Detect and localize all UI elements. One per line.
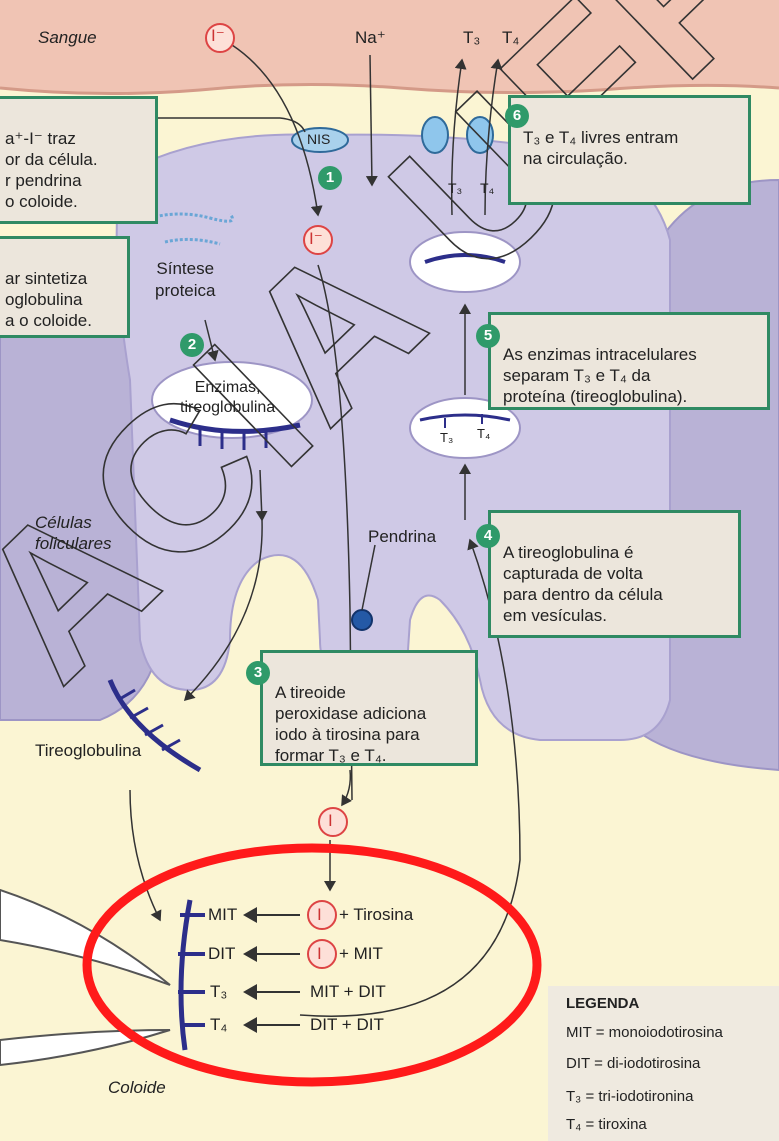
reaction-reactants-dit: + MIT — [339, 944, 383, 964]
step-number-5: 5 — [476, 324, 500, 348]
step-box-3: A tireoide peroxidase adiciona iodo à ti… — [260, 650, 478, 766]
step-number-4: 4 — [476, 524, 500, 548]
legend-meaning: = di-iodotirosina — [594, 1055, 700, 1072]
label-iodide-cell: I⁻ — [309, 229, 323, 249]
step-text-6: T₃ e T₄ livres entram na circulação. — [523, 128, 678, 168]
label-na-plus: Na⁺ — [355, 28, 386, 48]
label-sangue: Sangue — [38, 28, 97, 48]
legend-title: LEGENDA — [566, 995, 639, 1012]
step-text-5: As enzimas intracelulares separam T₃ e T… — [503, 345, 697, 406]
label-pendrina: Pendrina — [368, 527, 436, 547]
label-coloide: Coloide — [108, 1078, 166, 1098]
legend-item-t3: T₃ = tri-iodotironina — [566, 1088, 693, 1105]
legend-item-dit: DIT = di-iodotirosina — [566, 1055, 700, 1072]
step-number-6: 6 — [505, 104, 529, 128]
label-t3-vesicle: T₃ — [440, 430, 453, 445]
legend-meaning: = monoiodotirosina — [596, 1024, 723, 1041]
step-text-3: A tireoide peroxidase adiciona iodo à ti… — [275, 683, 426, 765]
label-enzimas-tireoglobulina: Enzimas, tireoglobulina — [180, 378, 275, 418]
step-number-1: 1 — [318, 166, 342, 190]
label-iodide-blood: I⁻ — [211, 26, 225, 46]
step-text-4: A tireoglobulina é capturada de volta pa… — [503, 543, 663, 625]
label-tireoglobulina: Tireoglobulina — [35, 741, 141, 761]
step-box-5: As enzimas intracelulares separam T₃ e T… — [488, 312, 770, 410]
step-number-3: 3 — [246, 661, 270, 685]
iodine-circle-mit — [308, 901, 336, 929]
step-text-2: ar sintetiza oglobulina a o coloide. — [5, 269, 92, 330]
step-box-1: a⁺-I⁻ traz or da célula. r pendrina o co… — [0, 96, 158, 224]
step-number-2: 2 — [180, 333, 204, 357]
legend-abbr: T₄ — [566, 1116, 581, 1133]
legend-item-t4: T₄ = tiroxina — [566, 1116, 647, 1133]
legend-abbr: T₃ — [566, 1088, 581, 1105]
reaction-product-dit: DIT — [208, 944, 235, 964]
step-box-6: T₃ e T₄ livres entram na circulação. — [508, 95, 751, 205]
step-box-2: ar sintetiza oglobulina a o coloide. — [0, 236, 130, 338]
reaction-reactants-mit: + Tirosina — [339, 905, 413, 925]
label-celulas-foliculares: Células foliculares — [35, 512, 112, 554]
legend-meaning: = tri-iodotironina — [585, 1088, 693, 1105]
reaction-reactants-t3: MIT + DIT — [310, 982, 386, 1002]
reaction-iodine-dit: I — [317, 944, 322, 964]
legend-abbr: MIT — [566, 1024, 592, 1041]
label-t4-blood: T₄ — [502, 28, 519, 48]
reaction-product-t4: T₄ — [210, 1015, 227, 1035]
reaction-reactants-t4: DIT + DIT — [310, 1015, 384, 1035]
reaction-product-t3: T₃ — [210, 982, 227, 1002]
label-t4-vesicle: T₄ — [477, 426, 490, 441]
legend-item-mit: MIT = monoiodotirosina — [566, 1024, 723, 1041]
label-iodine-colloid: I — [328, 811, 333, 831]
label-t3-blood: T₃ — [463, 28, 480, 48]
step-text-1: a⁺-I⁻ traz or da célula. r pendrina o co… — [5, 129, 98, 211]
label-sintese-proteica: Síntese proteica — [155, 258, 215, 302]
label-t3-cell: T₃ — [448, 180, 462, 196]
iodine-circle-colloid — [319, 808, 347, 836]
legend-abbr: DIT — [566, 1055, 590, 1072]
step-box-4: A tireoglobulina é capturada de volta pa… — [488, 510, 741, 638]
label-t4-cell: T₄ — [480, 180, 494, 196]
legend-meaning: = tiroxina — [585, 1116, 646, 1133]
reaction-product-mit: MIT — [208, 905, 237, 925]
iodine-circle-dit — [308, 940, 336, 968]
reaction-iodine-mit: I — [317, 905, 322, 925]
pendrina-channel — [352, 610, 372, 630]
label-nis: NIS — [307, 131, 330, 147]
